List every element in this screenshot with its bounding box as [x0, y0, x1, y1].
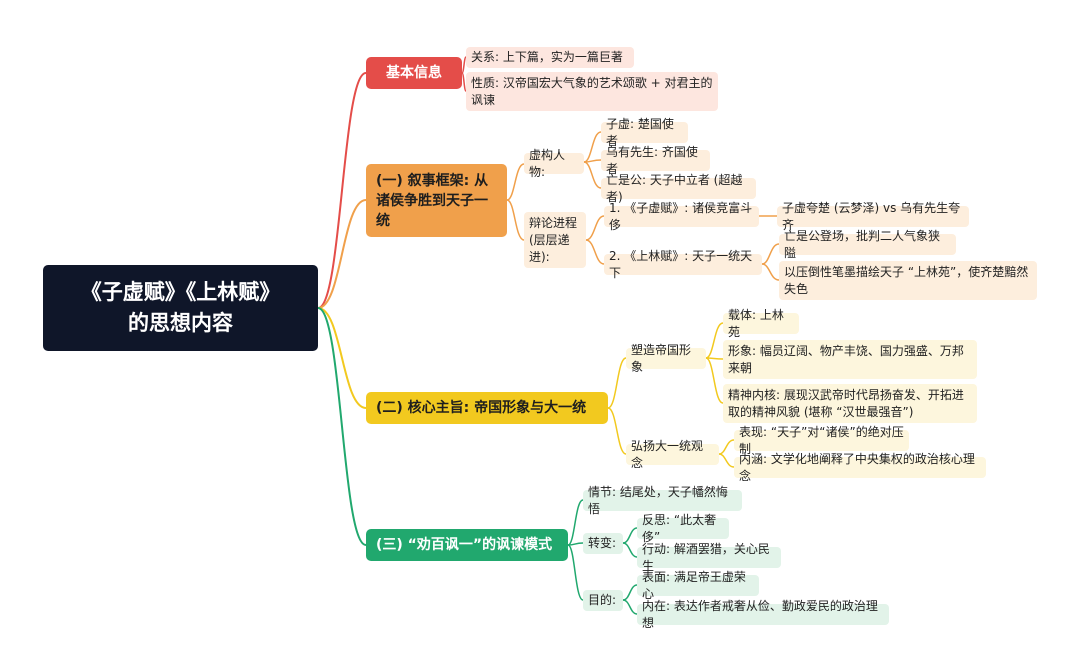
root-topic[interactable]: 《子虚赋》《上林赋》 的思想内容 [43, 265, 318, 351]
basic-item-nature[interactable]: 性质: 汉帝国宏大气象的艺术颂歌 + 对君主的讽谏 [466, 72, 718, 111]
debate-step-zixufu[interactable]: 1. 《子虚赋》: 诸侯竞富斗侈 [604, 201, 759, 232]
basic-item-relation[interactable]: 关系: 上下篇，实为一篇巨著 [466, 47, 634, 68]
debate-step-shanglinfu[interactable]: 2. 《上林赋》: 天子一统天下 [604, 249, 762, 280]
character-wuyou[interactable]: 乌有先生: 齐国使者 [601, 145, 710, 176]
branch-satire-mode[interactable]: (三) “劝百讽一”的讽谏模式 [366, 529, 568, 561]
satire-plot[interactable]: 情节: 结尾处，天子幡然悔悟 [583, 485, 742, 516]
branch-narrative-framework[interactable]: (一) 叙事框架: 从诸侯争胜到天子一统 [366, 164, 507, 237]
root-title-line2: 的思想内容 [128, 311, 233, 335]
empire-spirit[interactable]: 精神内核: 展现汉武帝时代昂扬奋发、开拓进取的精神风貌 (堪称 “汉世最强音”) [723, 384, 977, 423]
link-root-narrative [317, 199, 367, 309]
turn-reflection[interactable]: 反思: “此太奢侈” [637, 513, 729, 544]
branch-core-theme[interactable]: (二) 核心主旨: 帝国形象与大一统 [366, 392, 608, 424]
debate-detail-zixu-vs-wuyou[interactable]: 子虚夸楚 (云梦泽) vs 乌有先生夸齐 [777, 201, 969, 232]
root-title-line1: 《子虚赋》《上林赋》 [80, 280, 281, 304]
unity-manifestation[interactable]: 表现: “天子”对“诸侯”的绝对压制 [734, 425, 909, 456]
core-unity-label[interactable]: 弘扬大一统观念 [626, 439, 719, 470]
goal-inner[interactable]: 内在: 表达作者戒奢从俭、勤政爱民的政治理想 [637, 599, 889, 630]
character-zixu[interactable]: 子虚: 楚国使者 [601, 117, 688, 148]
character-wangshigong[interactable]: 亡是公: 天子中立者 (超越者) [601, 173, 756, 204]
link-root-core [317, 307, 367, 409]
empire-form[interactable]: 形象: 幅员辽阔、物产丰饶、国力强盛、万邦来朝 [723, 340, 977, 379]
unity-connotation[interactable]: 内涵: 文学化地阐释了中央集权的政治核心理念 [734, 452, 986, 483]
goal-surface[interactable]: 表面: 满足帝王虚荣心 [637, 570, 759, 601]
narrative-characters-label[interactable]: 虚构人物: [524, 148, 584, 179]
debate-detail-wangshigong-critique[interactable]: 亡是公登场，批判二人气象狭隘 [779, 229, 956, 260]
narrative-debate-label[interactable]: 辩论进程 (层层递进): [524, 212, 586, 268]
link-root-basic [317, 72, 367, 309]
satire-goal-label[interactable]: 目的: [583, 590, 623, 611]
turn-action[interactable]: 行动: 解酒罢猎，关心民生 [637, 542, 781, 573]
debate-detail-shanglin-park[interactable]: 以压倒性笔墨描绘天子 “上林苑”，使齐楚黯然失色 [779, 261, 1037, 300]
satire-turn-label[interactable]: 转变: [583, 533, 623, 554]
branch-basic-info[interactable]: 基本信息 [366, 57, 462, 89]
link-root-satire [317, 307, 367, 546]
core-empire-image-label[interactable]: 塑造帝国形象 [626, 343, 706, 374]
empire-carrier[interactable]: 载体: 上林苑 [723, 308, 799, 339]
